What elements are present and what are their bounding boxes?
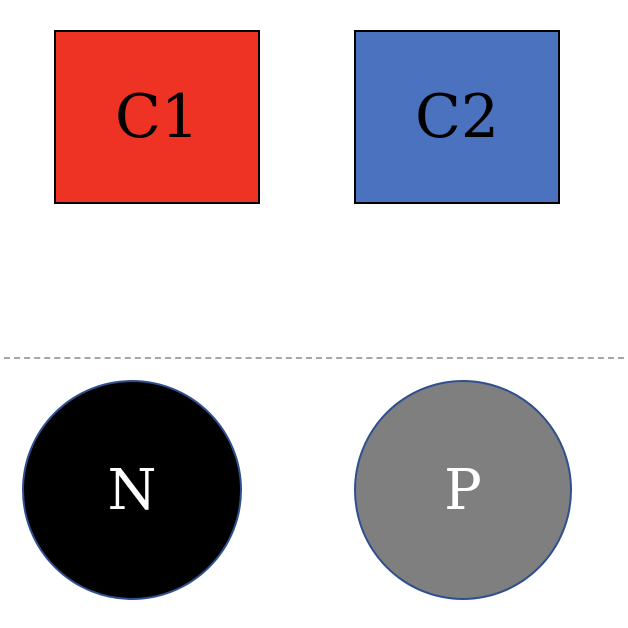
dashed-divider [4,357,624,359]
circle-p-label: P [444,457,482,523]
box-c2: C2 [354,30,560,204]
circle-n: N [22,380,242,600]
circle-n-label: N [107,457,157,523]
box-c2-label: C2 [414,82,500,152]
box-c1-label: C1 [114,82,200,152]
box-c1: C1 [54,30,260,204]
circle-p: P [354,380,572,600]
